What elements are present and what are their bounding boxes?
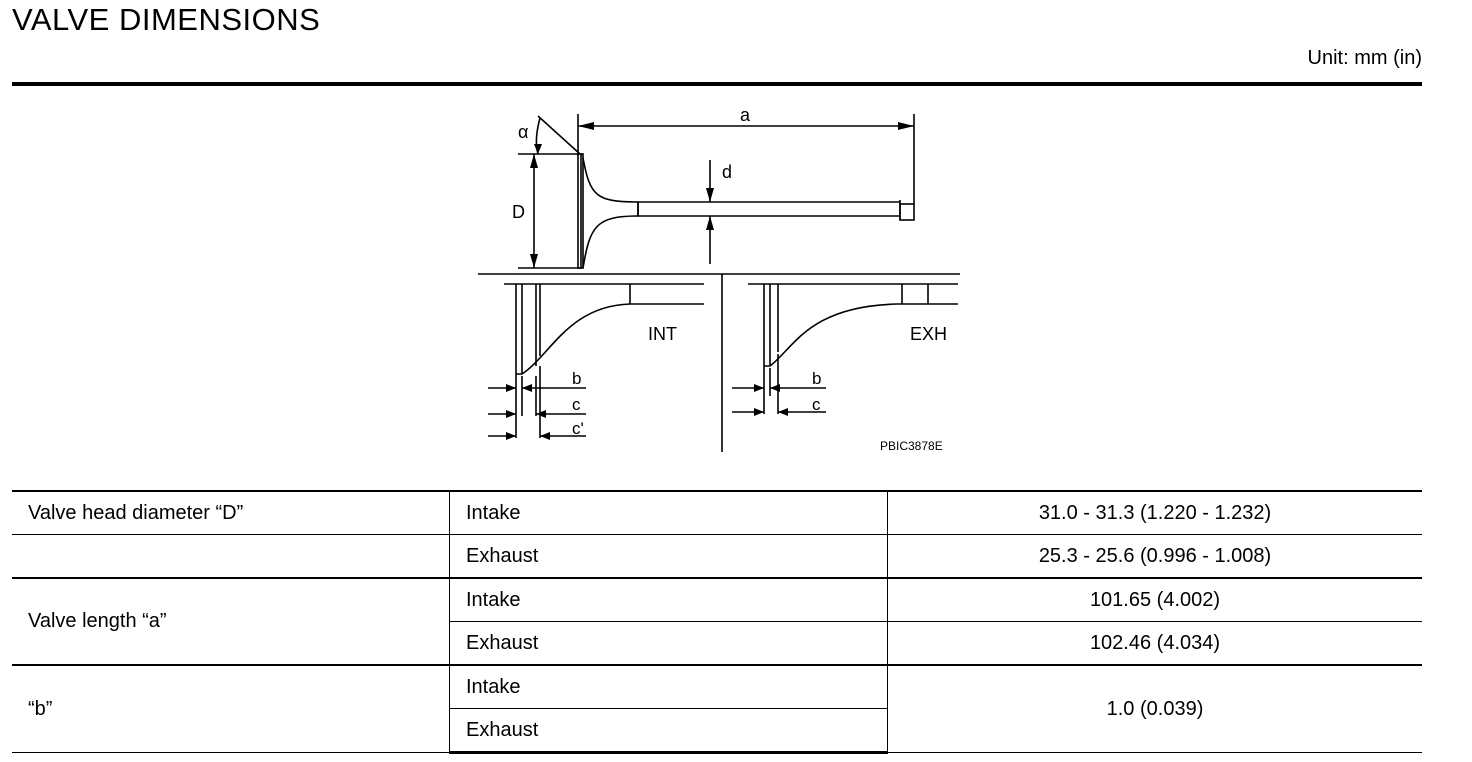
label-d: d: [722, 162, 732, 182]
valve-spec-table: Valve head diameter “D” Intake 31.0 - 31…: [12, 490, 1422, 754]
type-cell: Exhaust: [449, 708, 888, 754]
item-cell: [12, 534, 450, 579]
type-cell: Intake: [449, 577, 888, 622]
label-cprime-int: c': [572, 419, 584, 438]
table-row: Exhaust: [12, 708, 1422, 754]
unit-label: Unit: mm (in): [1307, 47, 1422, 69]
label-c-exh: c: [812, 395, 821, 414]
label-c-int: c: [572, 395, 581, 414]
type-cell: Exhaust: [449, 621, 888, 666]
label-exh: EXH: [910, 324, 947, 344]
label-a: a: [740, 105, 751, 125]
value-cell: 1.0 (0.039): [887, 664, 1422, 753]
table-row: Valve head diameter “D” Intake 31.0 - 31…: [12, 490, 1422, 535]
item-cell: Valve length “a”: [12, 577, 450, 666]
value-cell: 101.65 (4.002): [887, 577, 1422, 622]
item-cell: Valve head diameter “D”: [12, 490, 450, 535]
table-row: Valve length “a” Intake 101.65 (4.002): [12, 577, 1422, 666]
label-b-int: b: [572, 369, 581, 388]
value-cell: 25.3 - 25.6 (0.996 - 1.008): [887, 534, 1422, 579]
label-alpha: α: [518, 122, 528, 142]
figure-code: PBIC3878E: [880, 439, 943, 453]
value-cell: 102.46 (4.034): [887, 621, 1422, 666]
table-row: “b” Intake 1.0 (0.039): [12, 664, 1422, 753]
valve-diagram: a α D d: [478, 96, 968, 458]
label-int: INT: [648, 324, 677, 344]
type-cell: Exhaust: [449, 534, 888, 579]
label-b-exh: b: [812, 369, 821, 388]
value-cell: 31.0 - 31.3 (1.220 - 1.232): [887, 490, 1422, 535]
page-title: VALVE DIMENSIONS: [12, 2, 321, 37]
table-row: Exhaust 25.3 - 25.6 (0.996 - 1.008): [12, 534, 1422, 579]
item-cell: “b”: [12, 664, 450, 753]
label-D: D: [512, 202, 525, 222]
table-row: Exhaust 102.46 (4.034): [12, 621, 1422, 666]
title-divider: [12, 82, 1422, 86]
type-cell: Intake: [449, 490, 888, 535]
type-cell: Intake: [449, 664, 888, 709]
